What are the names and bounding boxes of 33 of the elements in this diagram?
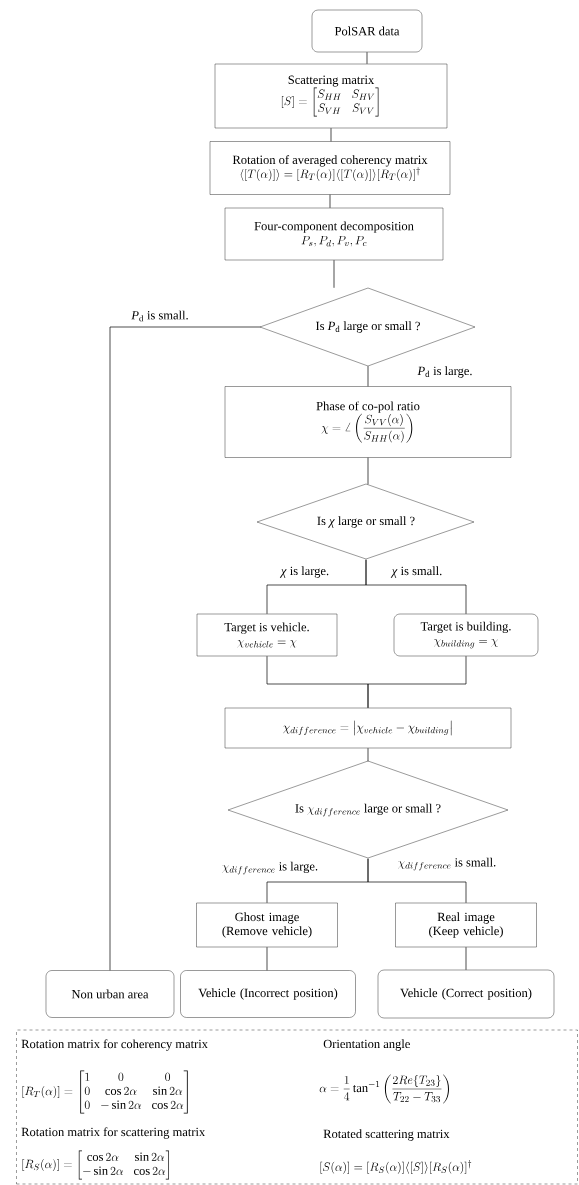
edge-label: P$_{d}$ is large. xyxy=(416,365,474,379)
process-box: Target is building. $\chi_{building} = \chi$ xyxy=(393,613,539,657)
connector-line xyxy=(329,194,331,209)
result-box: Non urban area xyxy=(45,970,175,1018)
connector-line xyxy=(333,259,335,289)
result-box: Vehicle (Correct position) xyxy=(377,969,555,1019)
connector-line xyxy=(367,747,369,762)
result-box: Vehicle (Incorrect position) xyxy=(180,970,356,1018)
start-box: PolSAR data xyxy=(311,9,423,53)
connector-line xyxy=(366,51,368,65)
formula-panel: Rotation matrix for coherency matrix $[R_T(\alpha)] = \begin{bmatrix}1&0&0\\0&\cos 2\alpha&\sin 2\alpha\\0&-\sin 2\alpha&\cos 2\alpha\end{bmatrix}$ Orientation angle $\alpha = \frac{1}{4}\tan^{-1}\left(\frac{2Re\{T_{23}\}}{T_{22}-T_{33}}\right)$ Rotation matrix for scattering matrix $[R_S(\alpha)] = \begin{bmatrix}\cos 2\alpha & \sin 2\alpha\\ -\sin 2\alpha & \cos 2\alpha\end{bmatrix}$ Rotated scattering matrix $[S(\alpha)] = [R_S(\alpha)]\langle[S]\rangle [R_S(\alpha)]^{\dagger}$ xyxy=(16,1029,578,1185)
process-box: Rotation of averaged coherency matrix $\langle[T(\alpha)]\rangle = [R_T(\alpha)]\langle[T(\alpha)]\rangle[R_T(\alpha)]^{\dagger}$ xyxy=(209,141,451,195)
connector-line xyxy=(330,127,332,142)
edge-label: P$_{d}$ is small. xyxy=(130,309,190,323)
connector-line xyxy=(367,365,369,387)
process-box: Ghost image (Remove vehicle) xyxy=(196,902,338,948)
edge-label: χ is small. xyxy=(390,565,444,579)
process-box: Scattering matrix $[S] = \begin{bmatrix} S_{HH} & S_{HV} \\ S_{VH} & S_{VV} \end{bmatrix}$ xyxy=(214,63,448,129)
edge-label: χ is large. xyxy=(279,565,331,579)
connector-line xyxy=(109,326,261,971)
process-box: Phase of co-pol ratio $\chi = \angle\left(\frac{S_{VV}(\alpha)}{S_{HH}(\alpha)}\right)$ xyxy=(224,386,512,458)
edge-label: $\chi_{difference}\text{ is large.}$ xyxy=(220,860,320,876)
connector-line xyxy=(367,858,467,904)
edge-label: $\chi_{difference}\text{ is small.}$ xyxy=(396,856,498,872)
connector-line xyxy=(465,946,467,971)
process-box: $\chi_{difference} = \left|\chi_{vehicle} - \chi_{building}\right|$ xyxy=(224,707,512,749)
process-box: Four-component decomposition $P_s, P_d, P_v, P_c$ xyxy=(224,207,444,261)
connector-line xyxy=(365,559,467,615)
process-box: Target is vehicle. $\chi_{vehicle} = \chi$ xyxy=(196,613,338,657)
process-box: Real image (Keep vehicle) xyxy=(395,902,537,948)
connector-line xyxy=(266,946,268,971)
connector-line xyxy=(367,655,467,709)
connector-line xyxy=(367,457,369,485)
